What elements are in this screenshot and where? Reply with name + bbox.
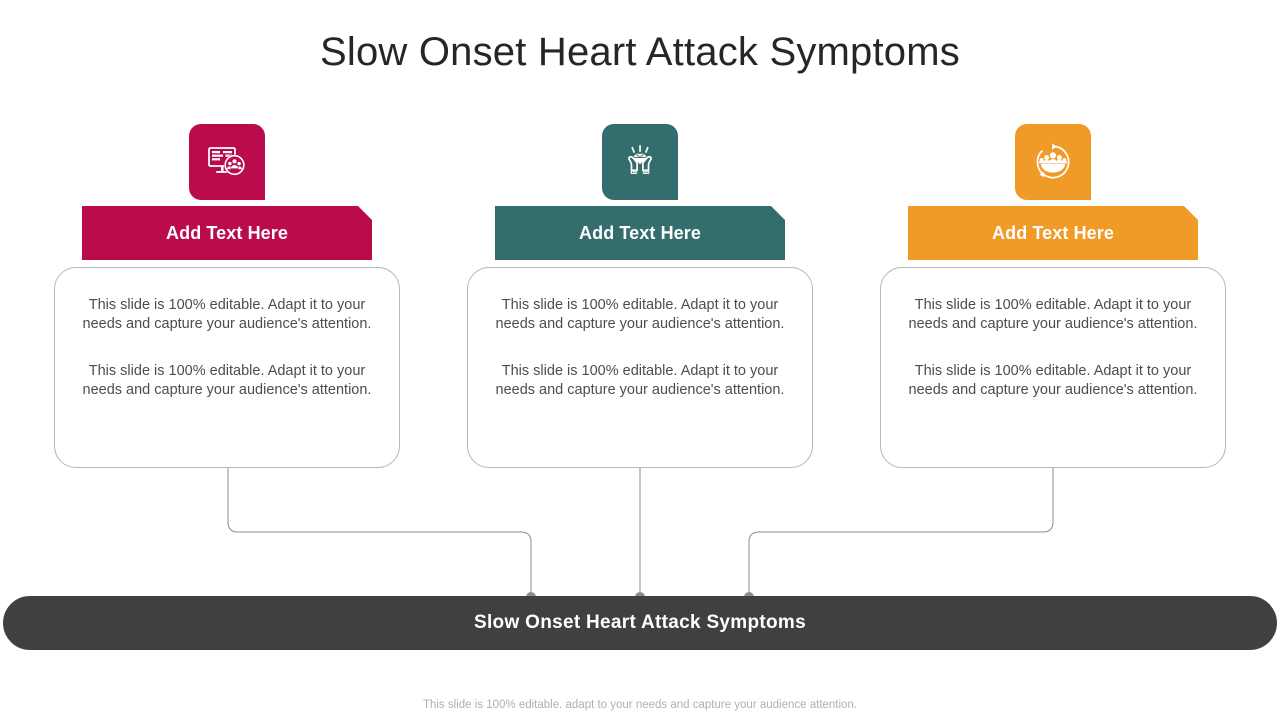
- banner-label: Add Text Here: [166, 222, 288, 243]
- banner-arrow-icon: [1039, 259, 1067, 260]
- banner-arrow-icon: [626, 259, 654, 260]
- card-paragraph: This slide is 100% editable. Adapt it to…: [495, 363, 785, 398]
- content-card-2: This slide is 100% editable. Adapt it to…: [467, 267, 813, 468]
- banner-label: Add Text Here: [992, 222, 1114, 243]
- banner-label: Add Text Here: [579, 222, 701, 243]
- banner-1[interactable]: Add Text Here: [82, 206, 372, 260]
- banner-2[interactable]: Add Text Here: [495, 206, 785, 260]
- card-paragraph: This slide is 100% editable. Adapt it to…: [82, 363, 372, 398]
- page-title: Slow Onset Heart Attack Symptoms: [320, 30, 960, 74]
- banner-3[interactable]: Add Text Here: [908, 206, 1198, 260]
- card-paragraph: This slide is 100% editable. Adapt it to…: [908, 363, 1198, 398]
- bottom-summary-bar[interactable]: Slow Onset Heart Attack Symptoms: [3, 596, 1277, 650]
- bottom-bar-label: Slow Onset Heart Attack Symptoms: [474, 612, 806, 633]
- card-paragraph: This slide is 100% editable. Adapt it to…: [908, 297, 1198, 332]
- card-paragraph: This slide is 100% editable. Adapt it to…: [82, 297, 372, 332]
- hands-diamond-icon: [619, 141, 661, 183]
- card-paragraph: This slide is 100% editable. Adapt it to…: [495, 297, 785, 332]
- icon-tile-3[interactable]: [1015, 124, 1091, 200]
- icon-tile-2[interactable]: [602, 124, 678, 200]
- content-card-1: This slide is 100% editable. Adapt it to…: [54, 267, 400, 468]
- monitor-people-icon: [206, 141, 248, 183]
- footer-note: This slide is 100% editable. adapt to yo…: [422, 699, 858, 711]
- team-circle-arrow-icon: [1032, 141, 1074, 183]
- icon-tile-1[interactable]: [189, 124, 265, 200]
- content-card-3: This slide is 100% editable. Adapt it to…: [880, 267, 1226, 468]
- banner-arrow-icon: [213, 259, 241, 260]
